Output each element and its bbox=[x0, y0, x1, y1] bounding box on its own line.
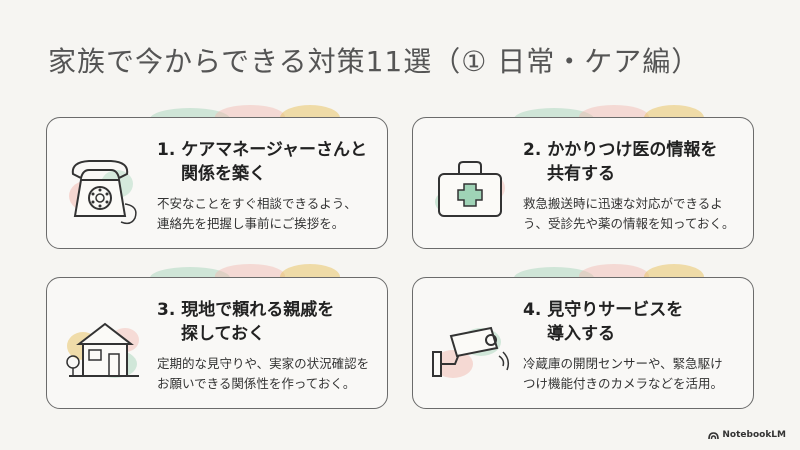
card-title-line1: 3. 現地で頼れる親戚を bbox=[157, 300, 335, 320]
page-title: 家族で今からできる対策11選（① 日常・ケア編） bbox=[48, 45, 701, 78]
card-desc-line1: 救急搬送時に迅速な対応ができるよ bbox=[523, 196, 723, 211]
card-title-line2: 探しておく bbox=[181, 324, 265, 344]
card-relatives: 3. 現地で頼れる親戚を 探しておく 定期的な見守りや、実家の状況確認を お願い… bbox=[46, 277, 388, 409]
brand-logo: NotebookLM bbox=[708, 430, 786, 440]
card-title-line1: 2. かかりつけ医の情報を bbox=[523, 140, 718, 160]
security-camera-icon bbox=[432, 326, 510, 378]
card-family-doctor: 2. かかりつけ医の情報を 共有する 救急搬送時に迅速な対応ができるよ う、受診… bbox=[412, 117, 754, 249]
notebooklm-logo-icon bbox=[708, 431, 720, 439]
card-desc-line2: 連絡先を把握し事前にご挨拶を。 bbox=[157, 216, 345, 231]
card-title-line1: 1. ケアマネージャーさんと bbox=[157, 140, 368, 160]
card-title-line1: 4. 見守りサービスを bbox=[523, 300, 684, 320]
card-desc-line1: 冷蔵庫の開閉センサーや、緊急駆け bbox=[523, 356, 723, 371]
card-desc-line2: お願いできる関係性を作っておく。 bbox=[157, 376, 356, 391]
first-aid-kit-icon bbox=[435, 161, 505, 217]
brand-label: NotebookLM bbox=[722, 430, 786, 440]
house-icon bbox=[66, 322, 139, 378]
card-desc-line1: 不安なことをすぐ相談できるよう、 bbox=[157, 196, 357, 211]
card-monitoring-service: 4. 見守りサービスを 導入する 冷蔵庫の開閉センサーや、緊急駆け つけ機能付き… bbox=[412, 277, 754, 409]
telephone-icon bbox=[69, 160, 137, 225]
card-title-line2: 導入する bbox=[547, 324, 615, 344]
card-title-line2: 共有する bbox=[547, 164, 615, 184]
card-desc-line1: 定期的な見守りや、実家の状況確認を bbox=[157, 356, 370, 371]
card-care-manager: 1. ケアマネージャーさんと 関係を築く 不安なことをすぐ相談できるよう、 連絡… bbox=[46, 117, 388, 249]
card-desc-line2: う、受診先や薬の情報を知っておく。 bbox=[523, 216, 735, 231]
card-title-line2: 関係を築く bbox=[181, 164, 266, 184]
card-desc-line2: つけ機能付きのカメラなどを活用。 bbox=[523, 376, 724, 391]
